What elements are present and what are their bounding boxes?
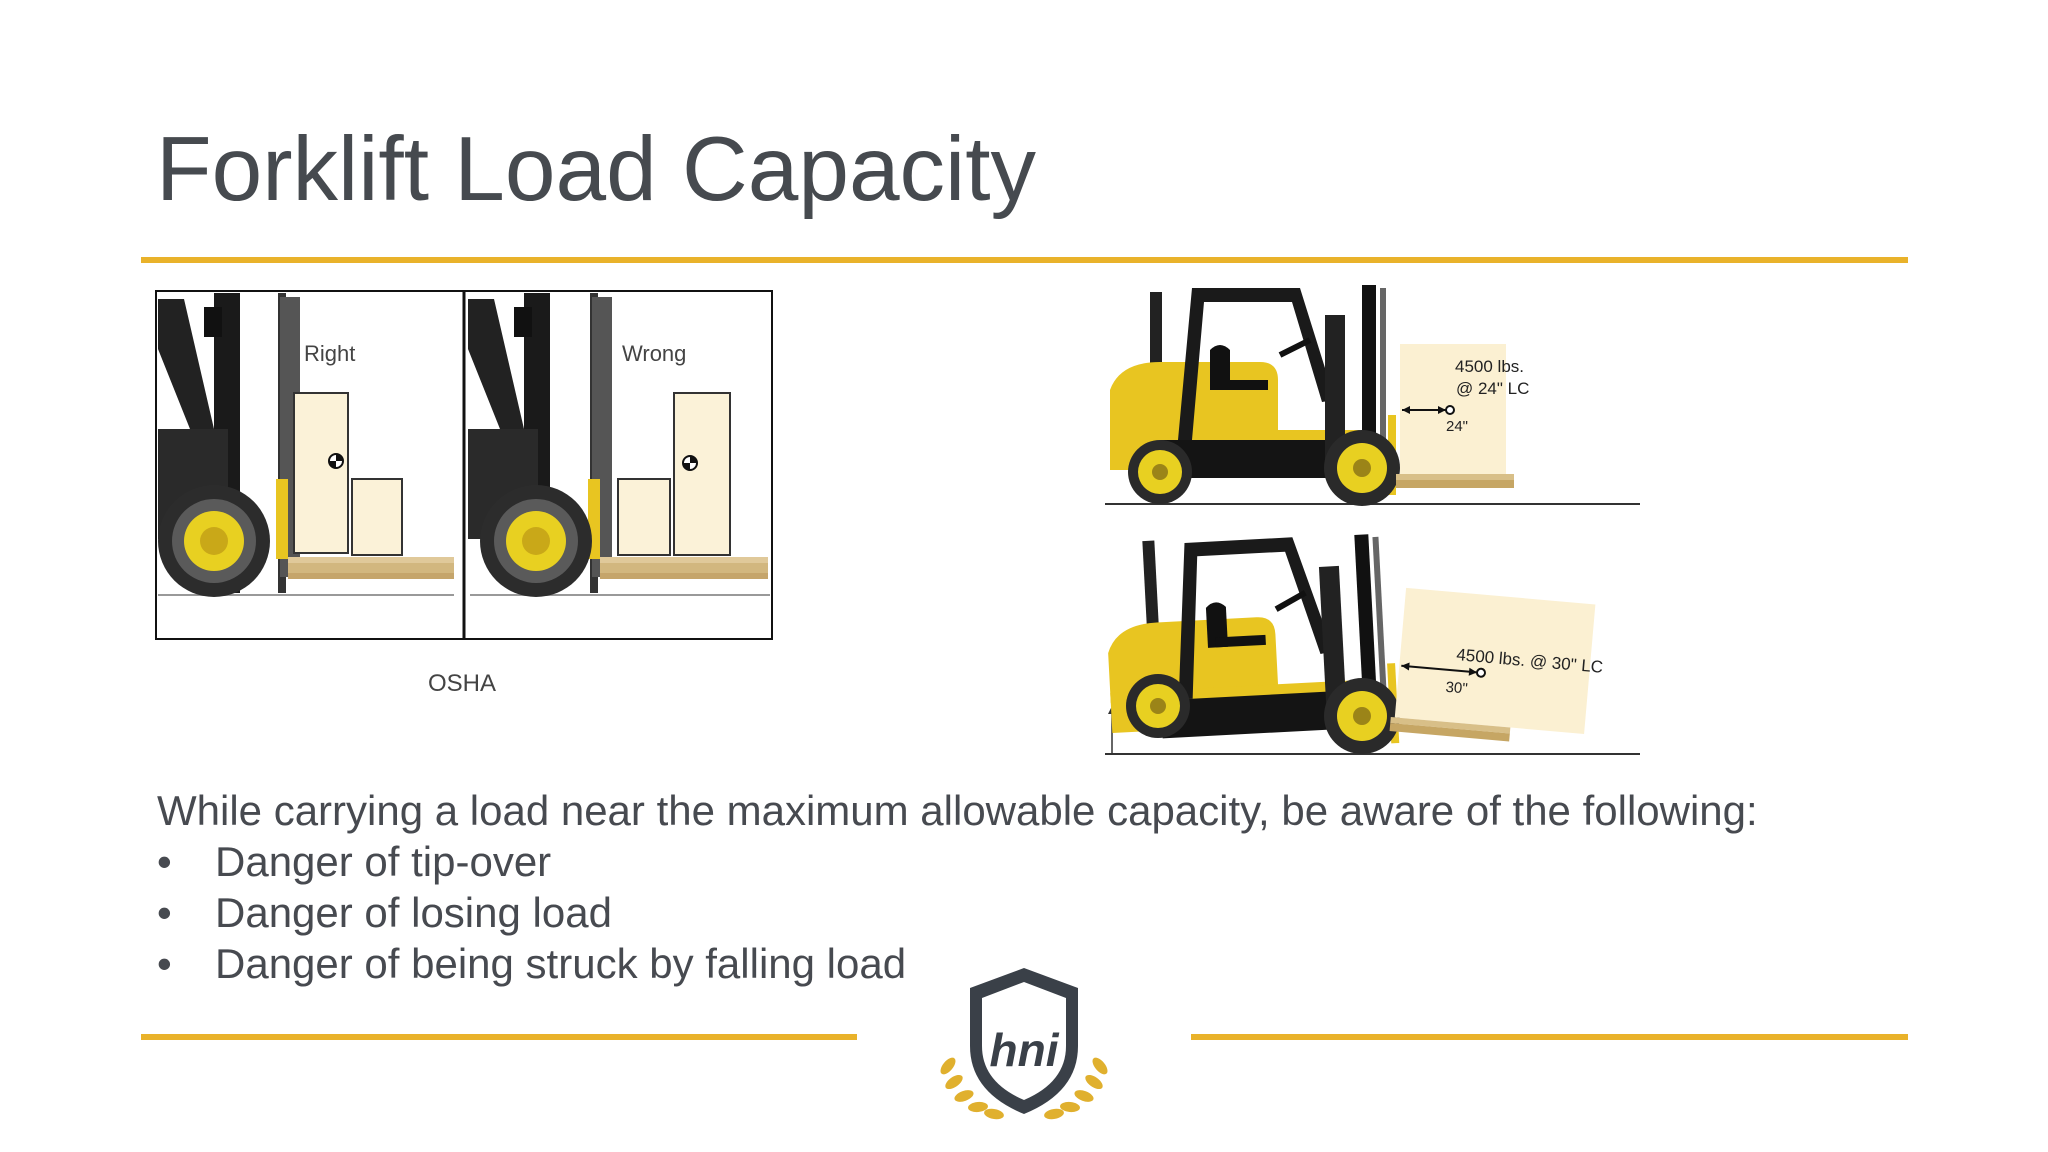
shield-laurel-logo: hni [940,968,1108,1120]
list-item: • Danger of tip-over [157,836,1758,887]
bullet-text: Danger of being struck by falling load [215,940,907,987]
list-item: • Danger of losing load [157,887,1758,938]
body-text: While carrying a load near the maximum a… [157,785,1758,989]
title-underline [141,257,1908,263]
list-item: • Danger of being struck by falling load [157,938,1758,989]
bottom-dimension: 30" [1445,679,1468,698]
top-load-label-line2: @ 24" LC [1456,379,1529,398]
forklift-24in-load-center [1105,285,1640,506]
footer-rule-left [141,1034,857,1040]
logo-text: hni [990,1024,1060,1076]
load-center-figure: 4500 lbs. @ 24" LC 24" [1105,285,1640,755]
bullet-mark: • [157,838,172,885]
slide-title: Forklift Load Capacity [156,119,1037,220]
bullet-mark: • [157,940,172,987]
forklift-wrong-panel [468,293,770,597]
footer-rule-right [1191,1034,1908,1040]
bullet-text: Danger of tip-over [215,838,552,885]
right-wrong-load-figure: Right Wrong [155,290,773,640]
bullet-mark: • [157,889,172,936]
wrong-label: Wrong [622,341,686,366]
top-dimension: 24" [1446,418,1468,435]
forklift-right-panel [158,293,454,597]
right-label: Right [304,341,355,366]
forklift-30in-load-center: 30" 4500 lbs. @ 30" LC [1105,534,1640,755]
top-load-label-line1: 4500 lbs. [1455,357,1524,376]
figure-caption: OSHA [428,670,497,697]
intro-text: While carrying a load near the maximum a… [157,787,1758,834]
bullet-text: Danger of losing load [215,889,612,936]
